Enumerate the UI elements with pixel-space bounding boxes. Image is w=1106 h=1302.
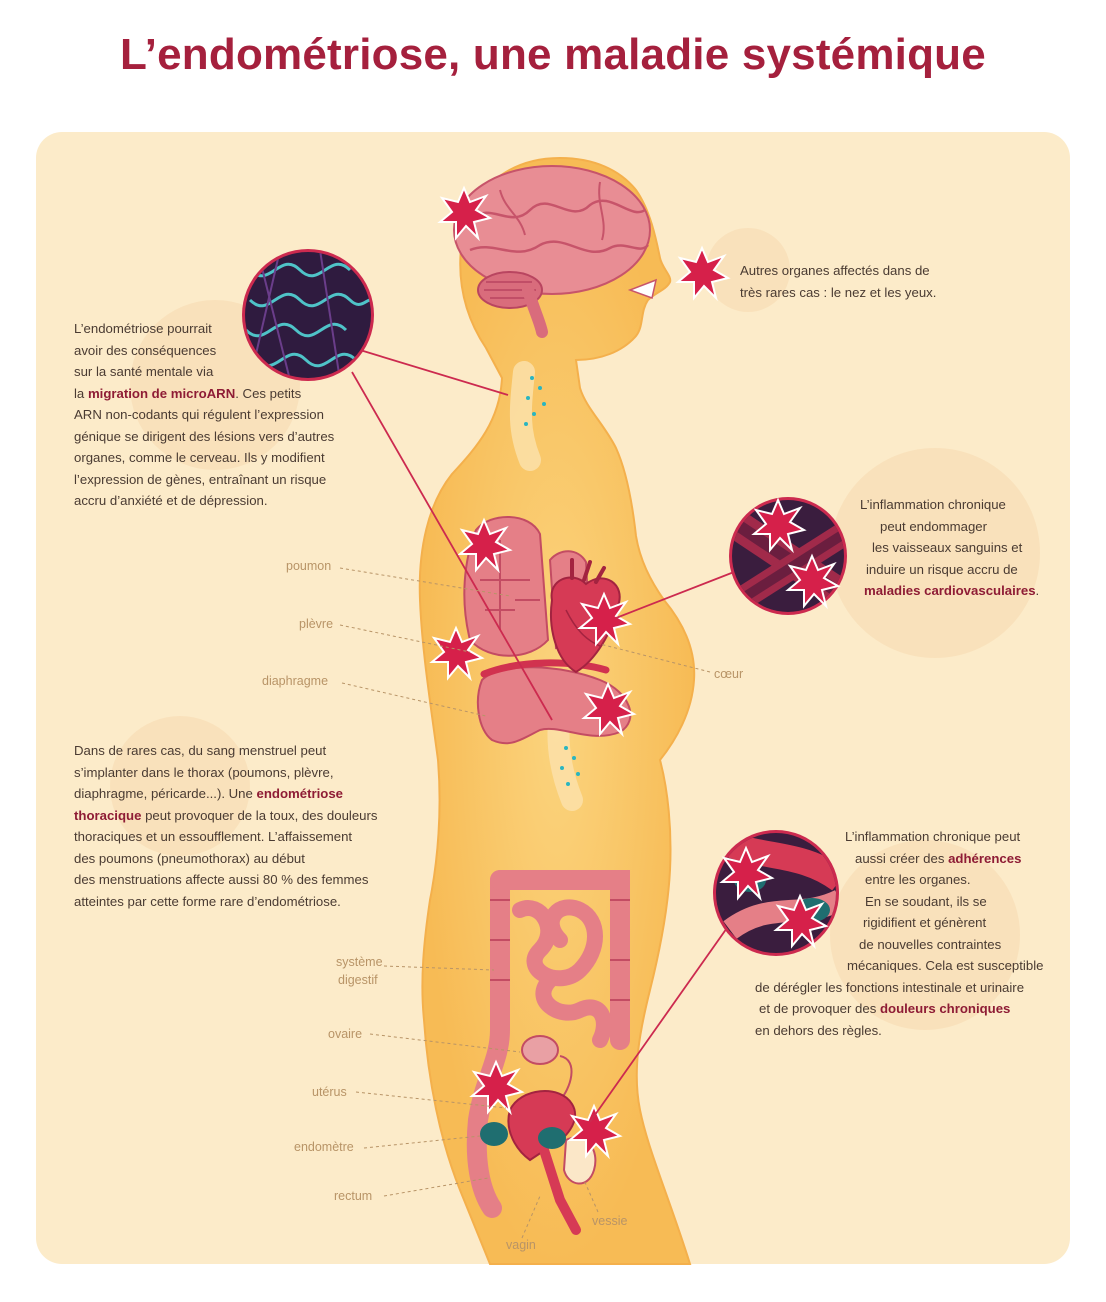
text-emphasis: endométriose <box>256 786 344 801</box>
microrna-circle <box>242 249 374 381</box>
text-other-organs: Autres organes affectés dans de très rare… <box>740 260 1000 303</box>
digestive-system <box>466 870 630 1218</box>
bg-blob <box>110 716 250 856</box>
label-plevre: plèvre <box>299 617 334 631</box>
bg-blob <box>706 228 790 312</box>
diaphragm <box>480 659 610 678</box>
text-line: mécaniques. Cela est susceptible <box>847 958 1044 973</box>
text-line: les vaisseaux sanguins et <box>872 540 1023 555</box>
text-line: L’endométriose pourrait <box>74 321 212 336</box>
text-line: avoir des conséquences <box>74 342 217 358</box>
text-line: ARN non-codants qui régulent l’expressio… <box>74 407 324 422</box>
text-thoracic-endometriosis: Dans de rares cas, du sang menstruel peu… <box>74 740 404 912</box>
text-line: organes, comme le cerveau. Ils y modifie… <box>74 450 325 465</box>
reproductive-organs <box>480 1035 597 1235</box>
leader-lines <box>351 349 735 1123</box>
text-line: L’inflammation chronique peut <box>845 829 1021 844</box>
label-diaphragme: diaphragme <box>262 674 329 688</box>
text-emphasis: maladies cardiovasculaires <box>864 583 1036 598</box>
label-uterus: utérus <box>312 1085 347 1099</box>
text-line: de nouvelles contraintes <box>859 936 1002 952</box>
text-line: de dérégler les fonctions intestinale et… <box>755 979 1025 995</box>
text-line: thoraciques et un essoufflement. L’affai… <box>74 829 353 844</box>
text-emphasis: adhérences <box>948 850 1022 866</box>
text-mental-health: L’endométriose pourrait avoir des conséqu… <box>74 318 374 512</box>
text-emphasis: migration de microARN <box>87 385 236 401</box>
label-coeur: cœur <box>714 667 744 681</box>
brain <box>453 165 651 338</box>
text-line: s’implanter dans le thorax (poumons, plè… <box>74 764 334 780</box>
microrna-dots <box>524 376 580 786</box>
label-vessie: vessie <box>592 1214 628 1228</box>
text-line: Dans de rares cas, du sang menstruel peu… <box>74 743 327 758</box>
label-lines <box>339 567 711 1239</box>
blood-vessel-circle <box>729 497 847 615</box>
stomach <box>476 666 632 745</box>
text-line: des poumons (pneumothorax) au début <box>74 850 305 866</box>
text-line: thoracique peut provoquer de la toux, de… <box>74 807 378 823</box>
lesion-markers <box>429 185 731 1160</box>
text-line: sur la santé mentale via <box>74 364 214 379</box>
text-line: maladies cardiovasculaires. <box>864 583 1040 598</box>
text-line: en dehors des règles. <box>755 1022 882 1038</box>
text-line: induire un risque accru de <box>866 561 1018 577</box>
text-line: diaphragme, péricarde...). Une endométri… <box>74 786 344 801</box>
text-line: Autres organes affectés dans de <box>740 263 930 278</box>
page-title: L’endométriose, une maladie systémique <box>120 30 986 79</box>
trachea-shape <box>509 361 541 471</box>
text-line: très rares cas : le nez et les yeux. <box>740 284 937 300</box>
text-emphasis: douleurs chroniques <box>879 1001 1011 1016</box>
text-line: entre les organes. <box>865 872 971 887</box>
text-line: rigidifient et génèrent <box>863 915 987 930</box>
label-poumon: poumon <box>286 559 332 573</box>
label-digestif: digestif <box>338 973 378 987</box>
text-line: l’expression de gènes, entraînant un ris… <box>74 471 327 487</box>
text-line: En se soudant, ils se <box>865 893 987 909</box>
text-emphasis: thoracique <box>74 807 142 823</box>
label-systeme: système <box>336 955 383 969</box>
text-cardiovascular: L’inflammation chronique peut endommager l… <box>842 494 1042 602</box>
label-ovaire: ovaire <box>328 1027 363 1041</box>
bg-blob <box>830 840 1020 1030</box>
label-endometre: endomètre <box>294 1140 354 1154</box>
text-line: peut endommager <box>880 518 988 534</box>
label-vagin: vagin <box>506 1238 536 1252</box>
text-adhesions: L’inflammation chronique peut aussi créer… <box>755 826 1055 1041</box>
text-line: L’inflammation chronique <box>860 497 1006 512</box>
text-line: et de provoquer des douleurs chroniques <box>759 1001 1011 1016</box>
text-line: génique se dirigent des lésions vers d’a… <box>74 428 335 444</box>
eye <box>627 278 658 299</box>
text-line: accru d’anxiété et de dépression. <box>74 493 268 508</box>
label-rectum: rectum <box>334 1189 373 1203</box>
text-line: atteintes par cette forme rare d’endomét… <box>74 893 341 909</box>
text-line: la migration de microARN. Ces petits <box>74 385 302 401</box>
text-line: aussi créer des adhérences <box>855 850 1022 866</box>
bg-blob <box>830 448 1040 658</box>
text-line: des menstruations affecte aussi 80 % des… <box>74 872 369 887</box>
